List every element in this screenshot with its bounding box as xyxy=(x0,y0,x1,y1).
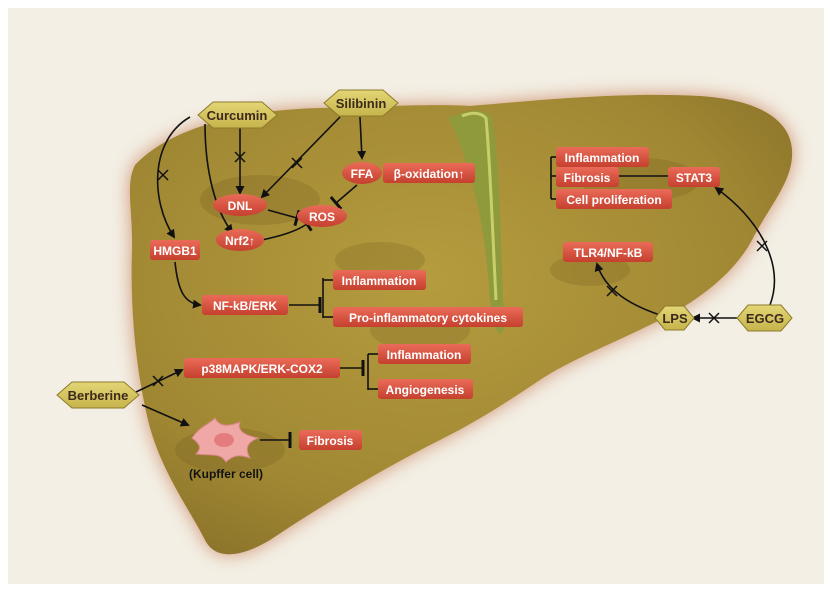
p38-label: p38MAPK/ERK-COX2 xyxy=(201,362,323,376)
inflammation-2-node: Inflammation xyxy=(378,344,471,364)
inflammation-1-label: Inflammation xyxy=(342,274,417,288)
ffa-label: FFA xyxy=(351,167,374,181)
kupffer-cell-label: (Kupffer cell) xyxy=(189,467,263,481)
lps-label: LPS xyxy=(662,311,688,326)
fibrosis-1-node: Fibrosis xyxy=(299,430,362,450)
dnl-node: DNL xyxy=(213,194,267,216)
p38-node: p38MAPK/ERK-COX2 xyxy=(184,358,340,378)
inflammation-3-label: Inflammation xyxy=(565,151,640,165)
inflammation-3-node: Inflammation xyxy=(556,147,649,167)
inflammation-1-node: Inflammation xyxy=(333,270,426,290)
pro-inflammatory-node: Pro-inflammatory cytokines xyxy=(333,307,523,327)
beta-oxidation-label: β-oxidation↑ xyxy=(394,167,465,181)
hmgb1-node: HMGB1 xyxy=(150,240,200,260)
tlr4-node: TLR4/NF-kB xyxy=(563,242,653,262)
hmgb1-label: HMGB1 xyxy=(153,244,197,258)
cell-proliferation-node: Cell proliferation xyxy=(556,189,672,209)
inflammation-2-label: Inflammation xyxy=(387,348,462,362)
nrf2-node: Nrf2↑ xyxy=(216,229,264,251)
nfkb-erk-node: NF-kB/ERK xyxy=(202,295,288,315)
egcg-node: EGCG xyxy=(737,305,792,331)
nfkb-erk-label: NF-kB/ERK xyxy=(213,299,277,313)
curcumin-node: Curcumin xyxy=(198,102,277,128)
curcumin-label: Curcumin xyxy=(207,108,268,123)
angiogenesis-label: Angiogenesis xyxy=(386,383,465,397)
ros-node: ROS xyxy=(297,205,347,227)
stat3-label: STAT3 xyxy=(676,171,713,185)
pro-inflammatory-label: Pro-inflammatory cytokines xyxy=(349,311,507,325)
fibrosis-2-label: Fibrosis xyxy=(564,171,611,185)
dnl-label: DNL xyxy=(228,199,253,213)
stat3-node: STAT3 xyxy=(668,167,720,187)
tlr4-label: TLR4/NF-kB xyxy=(574,246,643,260)
cell-proliferation-label: Cell proliferation xyxy=(566,193,661,207)
fibrosis-2-node: Fibrosis xyxy=(556,167,619,187)
silibinin-label: Silibinin xyxy=(336,96,387,111)
silibinin-node: Silibinin xyxy=(324,90,398,116)
angiogenesis-node: Angiogenesis xyxy=(378,379,473,399)
berberine-label: Berberine xyxy=(68,388,129,403)
ros-label: ROS xyxy=(309,210,335,224)
ffa-node: FFA xyxy=(342,162,382,184)
berberine-node: Berberine xyxy=(57,382,139,408)
beta-oxidation-node: β-oxidation↑ xyxy=(383,163,475,183)
fibrosis-1-label: Fibrosis xyxy=(307,434,354,448)
nrf2-label: Nrf2↑ xyxy=(225,234,255,248)
egcg-label: EGCG xyxy=(746,311,784,326)
